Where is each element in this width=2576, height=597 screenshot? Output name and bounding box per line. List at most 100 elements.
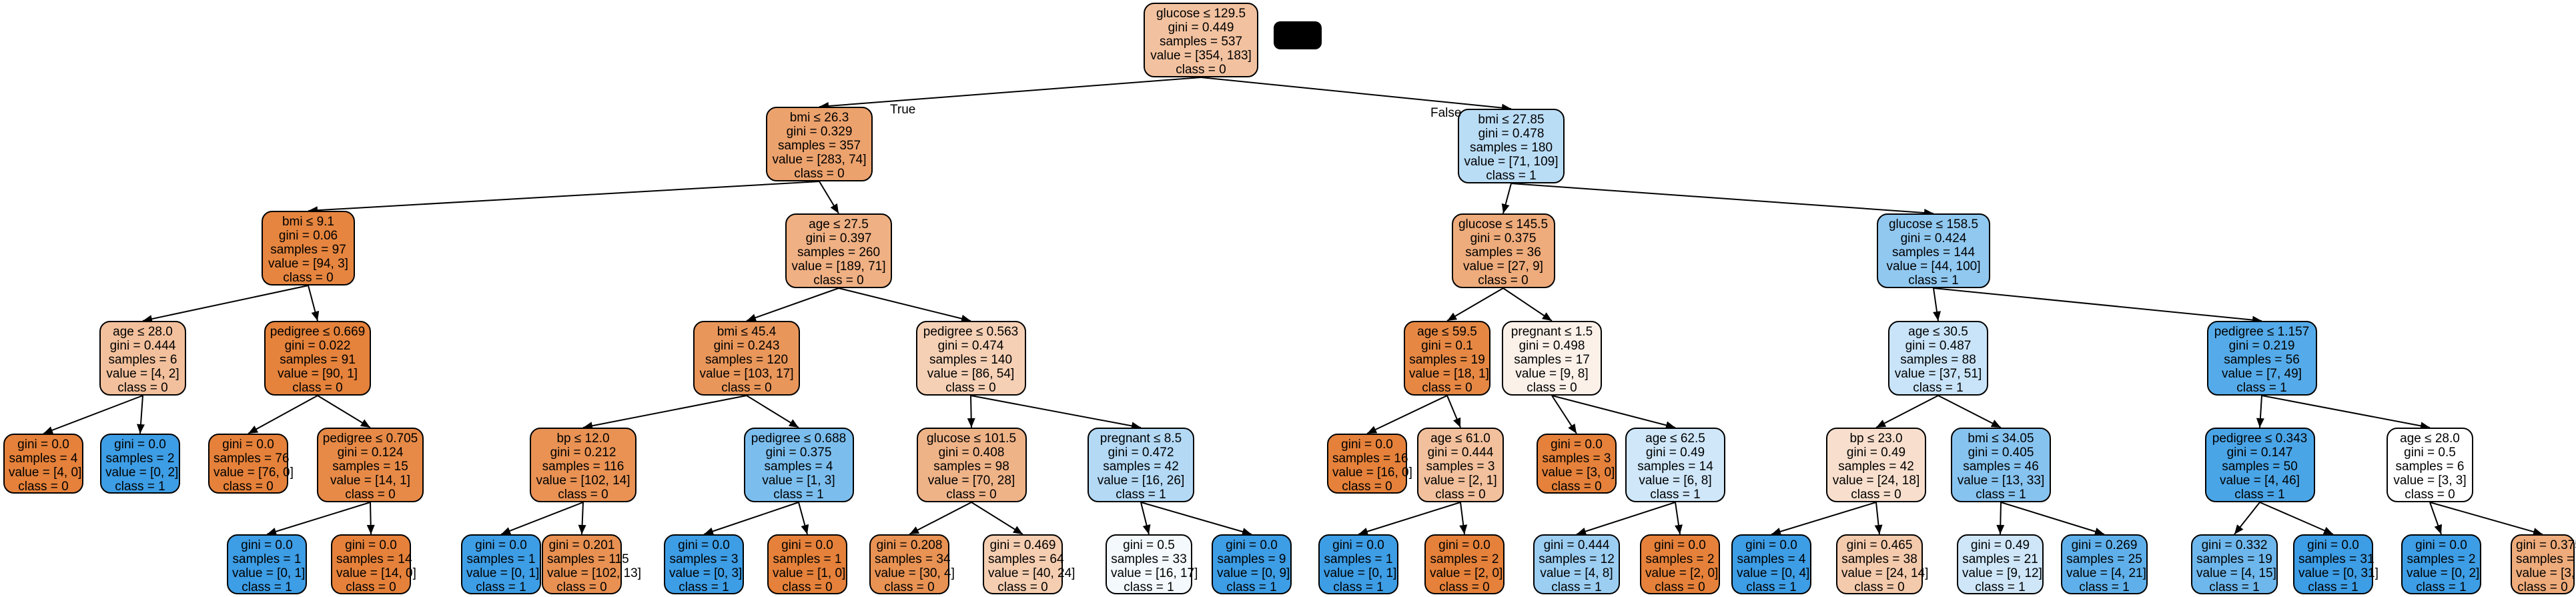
node-line: value = [16, 0] [1332, 466, 1412, 480]
node-line: samples = 31 [2298, 552, 2375, 566]
node-line: value = [30, 4] [875, 566, 955, 580]
node-line: samples = 120 [705, 353, 789, 367]
node-line: value = [70, 28] [927, 474, 1015, 488]
edge-n29-n50 [2259, 502, 2334, 535]
node-line: samples = 1 [466, 552, 536, 566]
node-line: samples = 25 [2066, 552, 2142, 566]
node-line: value = [18, 1] [1409, 367, 1489, 381]
node-line: age ≤ 30.5 [1908, 325, 1968, 339]
node-line: class = 0 [558, 488, 608, 502]
node-line: class = 0 [292, 381, 343, 395]
node-line: samples = 16 [1332, 452, 1408, 466]
node-line: value = [0, 9] [1217, 566, 1290, 580]
arrowhead-n28-n48 [2094, 528, 2104, 536]
edge-n30-n52 [2429, 502, 2543, 535]
node-line: value = [189, 71] [791, 259, 886, 273]
node-line: gini = 0.201 [548, 538, 615, 552]
node-line: gini = 0.0 [678, 538, 730, 552]
arrowhead-n18-n32 [366, 524, 375, 534]
node-line: class = 0 [782, 580, 833, 594]
node-line: value = [102, 13] [547, 566, 642, 580]
node-line: value = [14, 1] [330, 474, 410, 488]
node-line: samples = 34 [875, 552, 951, 566]
arrowhead-n4-n9 [747, 314, 757, 322]
arrowhead-n14-n29 [2256, 418, 2264, 428]
node-line: samples = 4 [764, 460, 833, 474]
node-line: value = [3, 3] [2393, 474, 2467, 488]
node-line: samples = 260 [797, 245, 881, 259]
node-line: gini = 0.269 [2071, 538, 2138, 552]
node-line: value = [4, 21] [2066, 566, 2146, 580]
arrowhead-n11-n24 [1453, 417, 1461, 428]
node-line: class = 1 [1551, 580, 1602, 594]
node-line: bmi ≤ 26.3 [789, 111, 849, 125]
node-line: gini = 0.332 [2201, 538, 2268, 552]
node-line: gini = 0.49 [1645, 446, 1705, 460]
edge-n5-n11 [1446, 287, 1504, 322]
node-line: value = [14, 0] [336, 566, 416, 580]
node-line: samples = 6 [2395, 460, 2465, 474]
node-line: samples = 2 [1430, 552, 1499, 566]
arrowhead-n30-n51 [2434, 524, 2442, 534]
node-line: value = [2, 0] [1645, 566, 1719, 580]
node-line: class = 1 [115, 480, 165, 494]
arrowhead-n30-n52 [2532, 528, 2543, 536]
node-line: samples = 9 [1217, 552, 1286, 566]
edge-n0-n2 [1200, 77, 1512, 109]
edge-n21-n38 [971, 502, 1023, 535]
node-line: gini = 0.06 [278, 229, 338, 243]
node-line: glucose ≤ 129.5 [1156, 7, 1246, 21]
node-line: pedigree ≤ 0.688 [751, 432, 847, 446]
node-line: class = 0 [2405, 488, 2455, 502]
node-line: value = [103, 17] [699, 367, 794, 381]
node-line: gini = 0.474 [937, 339, 1004, 353]
node-line: samples = 46 [1963, 460, 2039, 474]
node-line: samples = 97 [270, 243, 346, 257]
node-line: samples = 56 [2224, 353, 2300, 367]
node-line: class = 0 [813, 273, 864, 287]
node-line: samples = 14 [1637, 460, 1713, 474]
node-line: pedigree ≤ 0.563 [923, 325, 1019, 339]
node-line: gini = 0.408 [938, 446, 1005, 460]
node-line: samples = 2 [1645, 552, 1715, 566]
node-line: glucose ≤ 158.5 [1888, 217, 1979, 231]
node-line: gini = 0.0 [1654, 538, 1706, 552]
node-line: samples = 64 [988, 552, 1064, 566]
node-line: gini = 0.0 [345, 538, 397, 552]
edge-n4-n10 [838, 287, 971, 322]
node-line: pedigree ≤ 0.705 [322, 432, 418, 446]
edge-n27-n45 [1771, 502, 1877, 535]
node-line: value = [86, 54] [927, 367, 1015, 381]
edge-n18-n33 [266, 502, 371, 535]
node-line: gini = 0.405 [1968, 446, 2034, 460]
node-line: gini = 0.449 [1168, 21, 1234, 35]
node-line: class = 1 [773, 488, 824, 502]
node-line: class = 1 [242, 580, 292, 594]
arrowhead-n7-n16 [136, 424, 145, 434]
node-line: gini = 0.424 [1900, 231, 1967, 245]
edge-n14-n30 [2261, 395, 2431, 428]
node-line: class = 1 [1975, 580, 2026, 594]
node-line: samples = 1 [1324, 552, 1393, 566]
node-line: value = [9, 12] [1962, 566, 2042, 580]
node-line: gini = 0.0 [2415, 538, 2467, 552]
node-line: value = [40, 24] [988, 566, 1076, 580]
edge-n10-n22 [970, 395, 1142, 428]
arrowhead-n26-n44 [1675, 524, 1683, 534]
node-line: class = 0 [997, 580, 1048, 594]
node-line: samples = 3 [1426, 460, 1495, 474]
node-line: class = 0 [1435, 488, 1486, 502]
node-line: samples = 42 [1103, 460, 1179, 474]
node-line: samples = 357 [777, 139, 861, 153]
node-line: samples = 4 [2516, 552, 2576, 566]
